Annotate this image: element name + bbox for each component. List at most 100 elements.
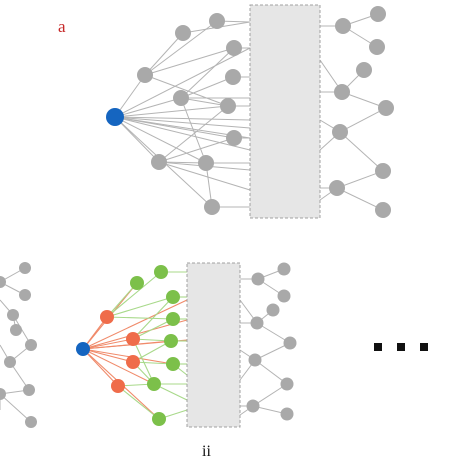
top-edge-l1l2-11	[144, 74, 229, 107]
bot-edge-right-5	[254, 359, 288, 385]
bottom-orange-node-2	[126, 355, 140, 369]
top-right2-node-4	[375, 163, 391, 179]
top-right2-node-1	[369, 39, 385, 55]
bot-edge-orange-green-4	[132, 318, 174, 340]
subpanel-label-ii: ii	[202, 443, 211, 460]
left-partial-network-nodes	[0, 262, 37, 428]
top-layer2-node-6	[198, 155, 214, 171]
top-edge-l1l2-6	[158, 105, 229, 163]
ellipsis-dot-3	[420, 343, 428, 351]
left-partial-node1-2	[4, 356, 16, 368]
top-edge-right-6	[336, 170, 384, 189]
top-layer2-node-4	[220, 98, 236, 114]
left-partial-node1-3	[0, 388, 6, 400]
top-layer2-node-0	[175, 25, 191, 41]
top-edge-l1l2-0	[144, 32, 184, 76]
bottom-right1-node-3	[246, 399, 260, 413]
left-partial-node2-1	[19, 289, 31, 301]
ellipsis-dot-2	[397, 343, 405, 351]
top-right2-node-3	[378, 100, 394, 116]
left-partial-node2-3	[25, 339, 37, 351]
left-partial-node1-0	[0, 276, 6, 288]
top-edge-source-2	[114, 116, 160, 163]
top-edge-l1l2-2	[144, 47, 235, 76]
bottom-right1-node-2	[248, 353, 262, 367]
top-layer1-node-0	[137, 67, 153, 83]
top-right2-node-5	[375, 202, 391, 218]
bottom-right2-node-4	[280, 377, 294, 391]
bottom-green-node-7	[152, 412, 166, 426]
bottom-green-node-1	[154, 265, 168, 279]
bottom-green-node-4	[164, 334, 178, 348]
top-edge-source-box-0	[114, 47, 251, 118]
bot-edge-source-green-1	[82, 348, 155, 385]
top-edge-l1l2-10	[180, 97, 207, 164]
top-right2-node-2	[356, 62, 372, 78]
left-partial-node2-5	[25, 416, 37, 428]
bottom-right1-node-1	[250, 316, 264, 330]
top-right1-node-1	[334, 84, 350, 100]
top-edge-source-4	[114, 105, 229, 118]
bottom-right2-node-5	[280, 407, 294, 421]
top-edge-right-7	[336, 187, 384, 211]
top-right2-node-0	[370, 6, 386, 22]
top-edge-source-box-4	[114, 116, 251, 151]
bottom-orange-node-1	[126, 332, 140, 346]
top-layer1-node-1	[173, 90, 189, 106]
top-layer2-node-3	[225, 69, 241, 85]
bot-edge-source-orange-1	[82, 338, 134, 350]
bot-edge-orange-green-0	[106, 282, 138, 318]
bottom-right2-node-3	[283, 336, 297, 350]
top-right1-node-0	[335, 18, 351, 34]
top-edge-l1l2-3	[180, 47, 235, 99]
bot-edge-orange-green-12	[106, 316, 174, 320]
top-edge-source-box-1	[114, 116, 251, 121]
bot-edge-orange-green-6	[132, 340, 172, 363]
bot-edge-orange-green-11	[132, 338, 155, 385]
top-layer1-node-3	[204, 199, 220, 215]
top-edge-l1l2-7	[158, 137, 235, 163]
bottom-orange-node-0	[100, 310, 114, 324]
bottom-green-node-5	[166, 357, 180, 371]
top-right1-node-3	[329, 180, 345, 196]
bot-edge-right-6	[252, 383, 288, 407]
ellipsis-dot-1	[374, 343, 382, 351]
bottom-green-node-6	[147, 377, 161, 391]
bottom-green-node-2	[166, 290, 180, 304]
bot-edge-orange-green-2	[106, 296, 174, 318]
bottom-green-node-0	[130, 276, 144, 290]
bottom-green-node-3	[166, 312, 180, 326]
bottom-right2-node-1	[277, 289, 291, 303]
top-right1-node-2	[332, 124, 348, 140]
continuation-ellipsis	[374, 343, 428, 351]
left-partial-node2-4	[23, 384, 35, 396]
bottom-right1-node-0	[251, 272, 265, 286]
top-layer2-node-1	[209, 13, 225, 29]
left-partial-node2-0	[19, 262, 31, 274]
left-partial-edge-7	[0, 393, 32, 423]
bottom-network-nodes	[76, 262, 297, 426]
bot-edge-orange-green-10	[117, 385, 160, 420]
top-edge-source-6	[114, 116, 207, 164]
bottom-right2-node-2	[266, 303, 280, 317]
left-partial-node1-1	[7, 309, 19, 321]
bottom-source-node	[76, 342, 90, 356]
top-edge-l1l2-1	[144, 20, 218, 76]
bot-edge-orange-green-1	[106, 271, 162, 318]
bottom-orange-node-3	[111, 379, 125, 393]
top-edge-l1l2-4	[180, 76, 234, 99]
panel-label-a: a	[58, 17, 66, 36]
top-layer1-node-2	[151, 154, 167, 170]
top-network-nodes	[106, 6, 394, 218]
top-hidden-block	[249, 4, 321, 219]
top-layer2-node-5	[226, 130, 242, 146]
top-layer2-node-2	[226, 40, 242, 56]
bot-edge-source-orange-3	[82, 348, 119, 387]
top-edge-to-box-8	[158, 161, 251, 191]
top-source-node	[106, 108, 124, 126]
bottom-hidden-block	[186, 262, 241, 428]
left-partial-node2-2	[10, 324, 22, 336]
top-edge-right-4	[339, 107, 387, 133]
bot-edge-source-box-0	[82, 299, 188, 350]
